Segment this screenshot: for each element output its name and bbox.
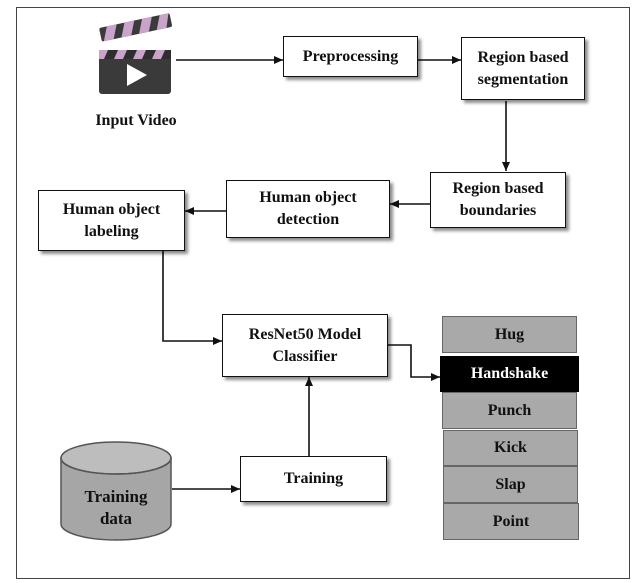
class-punch: Punch xyxy=(442,392,577,429)
labeling-box: Human object labeling xyxy=(38,190,185,251)
diagram-frame xyxy=(16,7,630,579)
classifier-box: ResNet50 Model Classifier xyxy=(222,314,388,377)
training-box: Training xyxy=(240,456,387,502)
detection-box: Human object detection xyxy=(226,180,390,238)
class-hug: Hug xyxy=(442,316,577,353)
preprocessing-box: Preprocessing xyxy=(283,36,418,77)
class-slap: Slap xyxy=(443,466,578,503)
segmentation-box: Region based segmentation xyxy=(461,37,585,100)
training-data-label: Training data xyxy=(84,487,148,528)
arrow-labeling-to-classifier xyxy=(162,251,222,345)
class-handshake: Handshake xyxy=(440,356,579,392)
boundaries-box: Region based boundaries xyxy=(430,172,566,228)
input-video-label: Input Video xyxy=(95,112,177,129)
training-data-cylinder xyxy=(60,441,172,541)
class-kick: Kick xyxy=(443,430,578,466)
clapperboard-play-icon xyxy=(99,13,172,94)
arrow-classifier-to-classes xyxy=(388,344,440,381)
class-point: Point xyxy=(443,503,579,540)
